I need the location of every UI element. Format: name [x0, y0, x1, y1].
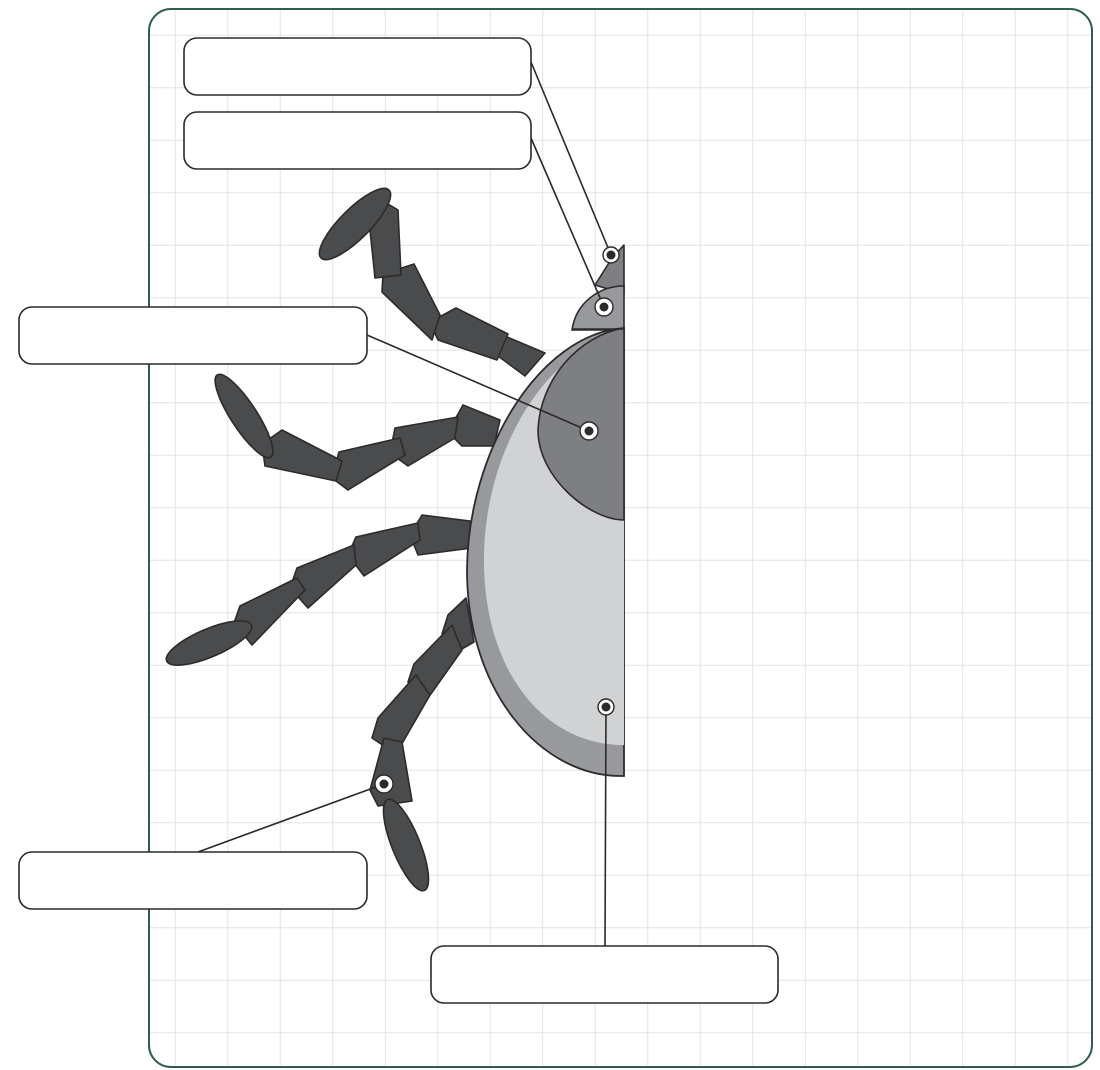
label-box-2[interactable]	[184, 112, 531, 169]
marker-mouthpart	[603, 247, 619, 263]
marker-leg	[375, 775, 393, 793]
marker-scutum	[580, 422, 598, 440]
label-box-4[interactable]	[19, 852, 367, 909]
label-box-1[interactable]	[184, 38, 531, 95]
label-box-3[interactable]	[19, 307, 367, 364]
leader-line-5	[605, 707, 606, 946]
marker-capitulum	[595, 298, 613, 316]
label-box-5[interactable]	[431, 946, 778, 1003]
marker-abdomen	[598, 699, 614, 715]
